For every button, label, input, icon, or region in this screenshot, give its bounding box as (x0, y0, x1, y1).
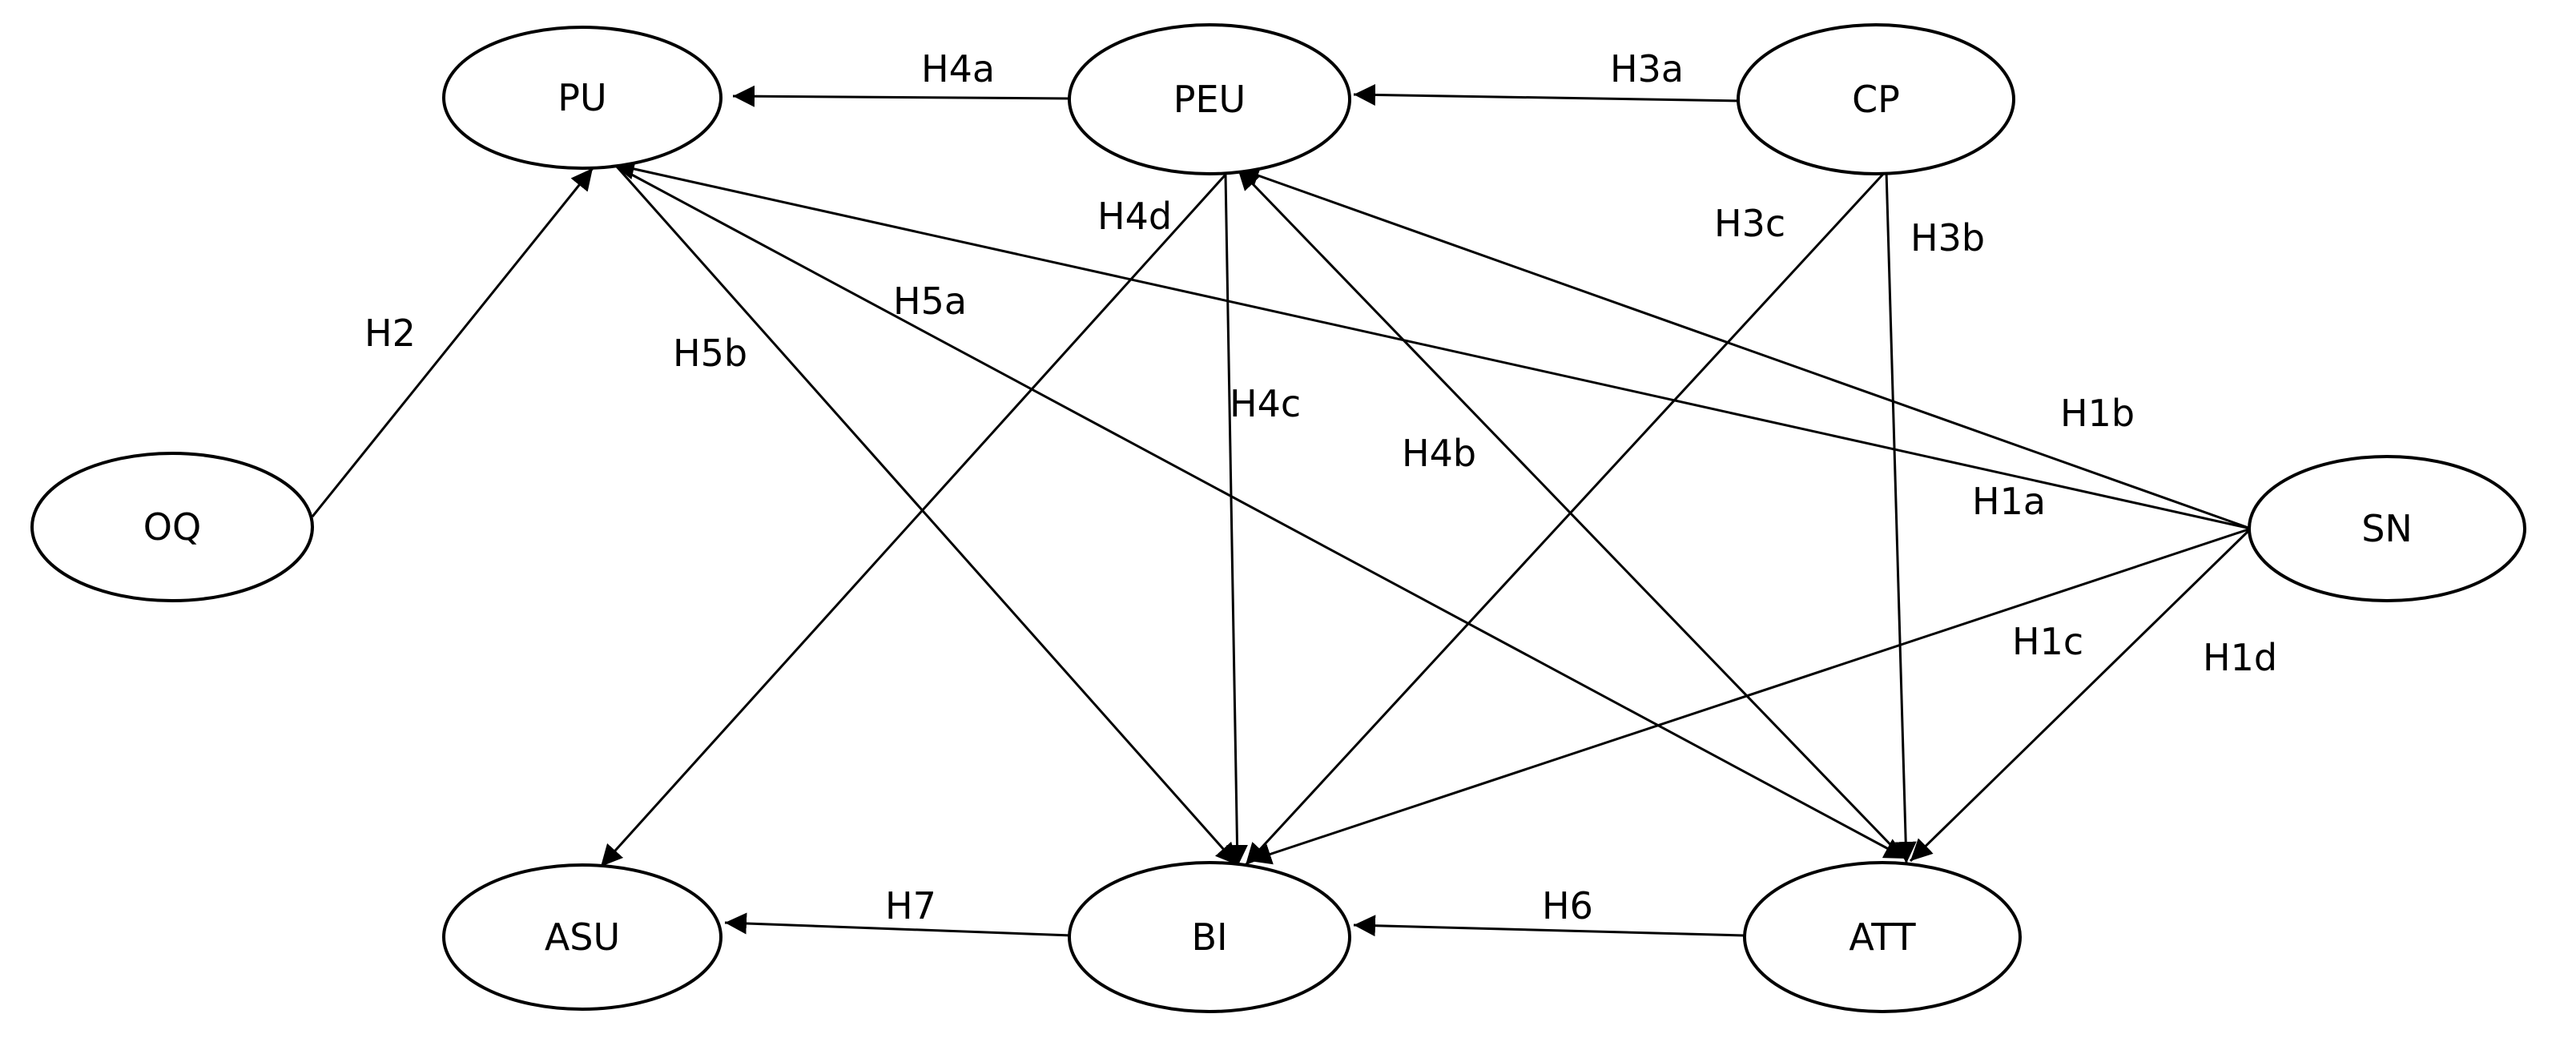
edge-h7 (724, 912, 1073, 937)
node-label-att: ATT (1849, 915, 1916, 959)
node-label-pu: PU (557, 76, 606, 119)
edge-h3c (1244, 169, 1888, 867)
edges (311, 83, 2252, 937)
edge-label-h4c: H4c (1230, 382, 1301, 425)
edge-h1d (1909, 527, 2252, 863)
node-att: ATT (1743, 861, 2022, 1013)
edge-label-h1d: H1d (2203, 636, 2277, 679)
node-bi: BI (1068, 861, 1351, 1013)
edge-h5a (616, 165, 1907, 860)
edge-h3b (1885, 170, 1917, 864)
edge-label-h3b: H3b (1910, 216, 1985, 260)
edge-label-h7: H7 (885, 884, 936, 927)
edge-label-h2: H2 (364, 312, 416, 355)
node-peu: PEU (1068, 23, 1351, 175)
node-label-asu: ASU (545, 915, 620, 959)
node-oq: OQ (30, 452, 314, 602)
edge-labels: H4a H3a H2 H4d H4c H4b H5b H5a H3c H3b H… (364, 47, 2277, 927)
edge-label-h1c: H1c (2012, 620, 2083, 663)
edge-h6 (1353, 915, 1745, 937)
edge-h1a (612, 158, 2252, 530)
node-cp: CP (1737, 23, 2015, 175)
edge-h3a (1353, 83, 1743, 106)
edge-label-h1a: H1a (1972, 480, 2046, 523)
edge-h5b (615, 166, 1239, 866)
edge-h4d (599, 173, 1227, 868)
nodes: PU PEU CP OQ SN ASU BI ATT (30, 23, 2526, 1013)
node-label-cp: CP (1852, 78, 1900, 121)
node-asu: ASU (442, 863, 722, 1011)
node-pu: PU (442, 26, 722, 170)
edge-h2 (311, 167, 594, 517)
edge-h4c (1224, 174, 1249, 867)
edge-label-h4d: H4d (1097, 195, 1172, 238)
edge-label-h5a: H5a (893, 280, 967, 323)
edge-h1b (1237, 165, 2252, 530)
node-label-peu: PEU (1173, 78, 1246, 121)
edge-h1c (1249, 527, 2252, 865)
edge-label-h4a: H4a (921, 47, 995, 91)
edge-label-h1b: H1b (2060, 392, 2135, 435)
node-label-bi: BI (1191, 915, 1227, 959)
edge-label-h3c: H3c (1714, 202, 1785, 245)
edge-label-h5b: H5b (673, 332, 747, 375)
node-sn: SN (2248, 455, 2526, 602)
node-label-oq: OQ (143, 505, 201, 549)
edge-label-h3a: H3a (1610, 47, 1684, 91)
edge-label-h4b: H4b (1402, 432, 1476, 475)
edge-h4a (732, 85, 1070, 107)
node-label-sn: SN (2361, 507, 2413, 550)
edge-label-h6: H6 (1542, 884, 1593, 927)
